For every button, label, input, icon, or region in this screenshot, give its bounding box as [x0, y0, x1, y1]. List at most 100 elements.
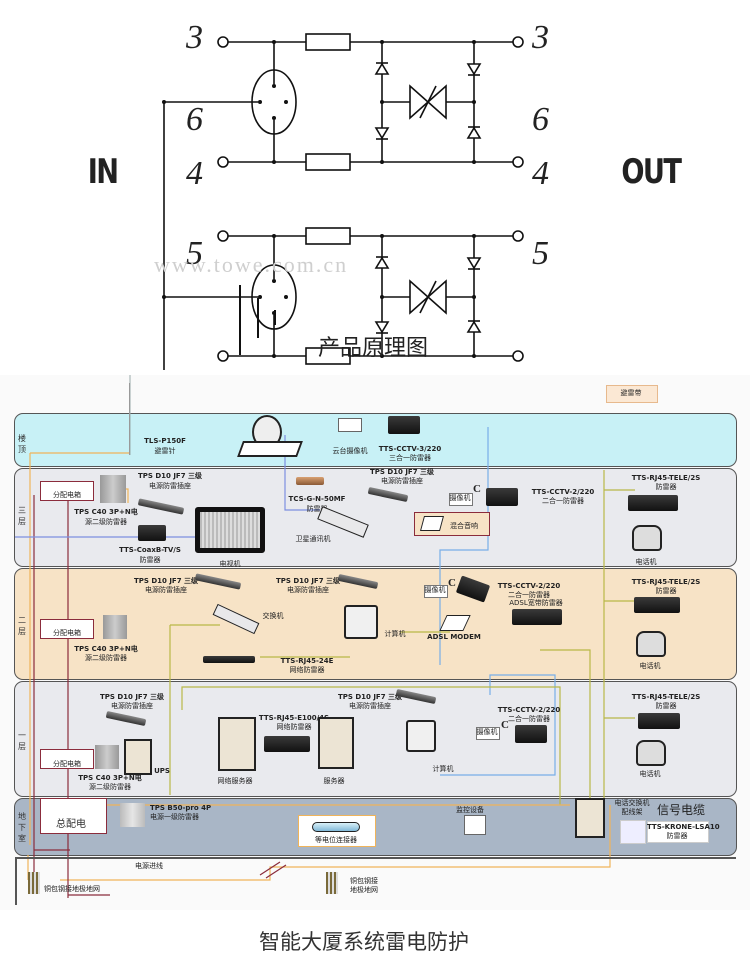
bonding-bar-icon: [312, 822, 360, 832]
f1-spd-name: 源二级防雷器: [89, 783, 131, 791]
roof-cctv-model: TTS-CCTV-3/220: [378, 445, 442, 453]
basement-bonding: 等电位连接器: [315, 836, 357, 844]
basement-monitor: 监控设备: [456, 806, 484, 814]
phone-icon-f2: [636, 631, 666, 657]
tvs-diode-a: [409, 84, 430, 120]
earth-rod-icon-left: [28, 872, 40, 894]
f2-dist-box: 分配电箱: [53, 629, 81, 637]
f3-coax-name: 防雷器: [139, 556, 161, 564]
spd-breaker-f1: [95, 745, 119, 769]
basement-b50-model: TPS B50-pro 4P: [150, 804, 212, 812]
f3-socket-name: 电源防雷插座: [149, 482, 191, 490]
f3-socket2-model: TPS D10 JF7 三级: [369, 468, 435, 476]
f1-socket-name: 电源防雷插座: [111, 702, 153, 710]
f2-spd-model: TPS C40 3P+N电: [74, 645, 138, 653]
diode: [466, 63, 482, 76]
terminal-out-5: [512, 350, 524, 362]
basement-krone-name: 防雷器: [666, 832, 688, 840]
floor-3: [14, 468, 737, 567]
f3-tele-name: 防雷器: [655, 483, 677, 491]
rj45-e100-protector: [264, 736, 310, 752]
f1-spd-model: TPS C40 3P+N电: [78, 774, 142, 782]
f2-phone: 电话机: [639, 662, 661, 670]
satellite-dish-icon: [237, 415, 303, 457]
distribution-box-f1: [40, 749, 94, 769]
f3-tcs-name: 防雷器: [306, 505, 328, 513]
pin-label-in-5: 5: [186, 235, 203, 272]
network-server-icon: [218, 717, 256, 771]
main-distribution-box: [40, 798, 107, 834]
roof-ptz-camera: 云台摄像机: [332, 447, 368, 455]
pin-label-out-3: 3: [532, 19, 549, 56]
diode: [374, 256, 390, 269]
monitor-equipment-icon: [464, 815, 486, 835]
f3-audio: 混合音响: [450, 522, 478, 530]
earth-rod-icon-right: [326, 872, 338, 894]
phone-icon-f3: [632, 525, 662, 551]
tv-icon: [195, 507, 265, 553]
in-label: IN: [87, 152, 119, 192]
building-diagram: 避雷带 楼顶 三层 二层 一层 地下室 TLS-P150F 避雷针: [0, 375, 750, 910]
f1-e100-name: 网络防雷器: [276, 723, 312, 731]
f2-cctv-name: 二合一防雷器: [508, 591, 550, 599]
terminal-in-6: [217, 156, 229, 168]
cctv-surge-protector-f3: [486, 488, 518, 506]
pin-label-in-3: 3: [186, 19, 203, 56]
f2-camera-c: C: [448, 577, 456, 589]
basement-main-dist: 总配电: [56, 819, 86, 830]
server-icon: [318, 717, 354, 769]
f2-adsl-name: ADSL宽带防雷器: [509, 599, 563, 607]
laptop-icon: [419, 516, 445, 531]
schematic-caption: 产品原理图: [318, 336, 429, 361]
ground-earth-right-2: 地极地网: [350, 886, 378, 894]
f3-socket-model: TPS D10 JF7 三级: [137, 472, 203, 480]
f2-socket2-model: TPS D10 JF7 三级: [275, 577, 341, 585]
f2-computer: 计算机: [384, 630, 406, 638]
resistor-3: [305, 33, 351, 51]
spd-breaker-f3: [100, 475, 126, 503]
diode: [466, 257, 482, 270]
lightning-belt-tag: [606, 385, 658, 403]
ground-earth-right-1: 铜包钢接: [350, 877, 378, 885]
camera-box-f1: [476, 727, 500, 740]
f3-socket2-name: 电源防雷插座: [381, 477, 423, 485]
f1-dist-box: 分配电箱: [53, 760, 81, 768]
resistor-6: [305, 153, 351, 171]
lightning-belt-label: 避雷带: [620, 389, 642, 397]
terminal-out-4: [512, 230, 524, 242]
coax-connector-icon: [296, 477, 324, 485]
basement-b50-name: 电源一级防雷器: [150, 813, 199, 821]
f3-phone: 电话机: [635, 558, 657, 566]
f3-dist-box: 分配电箱: [53, 491, 81, 499]
roof-rod-name: 避雷针: [154, 447, 176, 455]
f1-phone: 电话机: [639, 770, 661, 778]
f1-camera-c: C: [501, 719, 509, 731]
bottom-caption: 智能大厦系统雷电防护: [259, 930, 469, 954]
f2-camera: 摄像机: [424, 586, 446, 594]
f2-cctv-model: TTS-CCTV-2/220: [497, 582, 561, 590]
spd-breaker-f2: [103, 615, 127, 639]
coax-surge-protector: [138, 525, 166, 541]
f1-net-server: 网络服务器: [217, 777, 253, 785]
floor-roof: [14, 413, 737, 467]
distribution-box-f3: [40, 481, 94, 501]
diode: [374, 127, 390, 140]
cctv-surge-protector-roof: [388, 416, 420, 434]
f1-socket2-model: TPS D10 JF7 三级: [337, 693, 403, 701]
floor-label-1: 一层: [18, 731, 26, 751]
floor-label-2: 二层: [18, 616, 26, 636]
ptz-camera-icon: [338, 418, 362, 432]
f2-spd-name: 源二级防雷器: [85, 654, 127, 662]
f3-tele-model: TTS-RJ45-TELE/2S: [631, 474, 701, 482]
f2-tele-model: TTS-RJ45-TELE/2S: [631, 578, 701, 586]
f3-tcs-model: TCS-G-N-50MF: [288, 495, 346, 503]
terminal-in-4: [217, 230, 229, 242]
watermark: www.towe.com.cn: [154, 252, 349, 277]
pbx-server-icon: [575, 798, 605, 838]
diode: [374, 62, 390, 75]
cctv-surge-protector-f1: [515, 725, 547, 743]
f1-camera: 摄像机: [476, 728, 498, 736]
pin-label-in-6: 6: [186, 101, 203, 138]
f2-rj45-name: 网络防雷器: [289, 666, 325, 674]
basement-signal-cable: 信号电缆: [657, 803, 706, 817]
